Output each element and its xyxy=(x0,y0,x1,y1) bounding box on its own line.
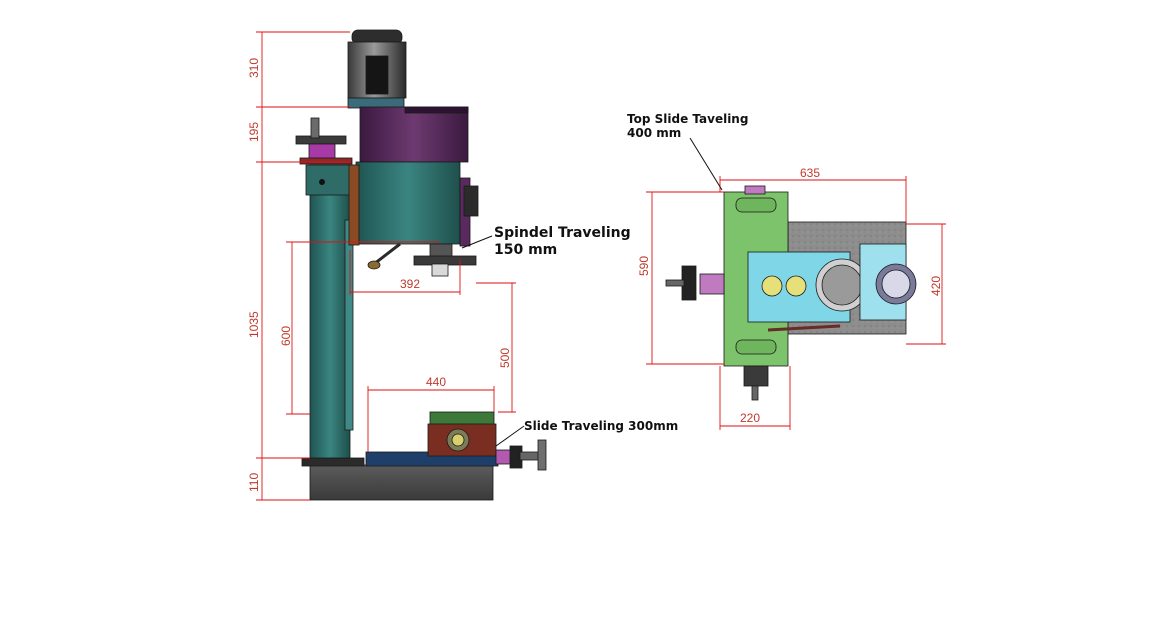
dim-slide-width: 220 xyxy=(740,411,760,425)
column-handwheel xyxy=(295,117,353,165)
dim-motor-height: 310 xyxy=(247,58,261,78)
note-spindle-line1: Spindel Traveling xyxy=(494,225,631,241)
dim-column-height: 1035 xyxy=(247,311,261,338)
note-spindle-line2: 150 mm xyxy=(494,242,557,258)
dim-table-clearance: 500 xyxy=(498,348,512,368)
motor xyxy=(347,29,407,109)
dim-base-height: 110 xyxy=(247,473,261,492)
note-top-line2: 400 mm xyxy=(627,126,681,140)
dim-quill-to-table: 600 xyxy=(279,326,293,346)
gear-head xyxy=(348,106,479,277)
note-slide: Slide Traveling 300mm xyxy=(524,419,678,433)
side-view: 310 195 1035 110 600 392 440 500 Spindel… xyxy=(247,29,678,501)
dim-top-width: 635 xyxy=(800,166,820,180)
machine-base xyxy=(309,464,494,501)
dim-table-travel-x: 440 xyxy=(426,375,446,389)
cross-slide xyxy=(365,411,547,471)
dim-spindle-reach: 392 xyxy=(400,277,420,291)
note-top-line1: Top Slide Taveling xyxy=(627,112,748,126)
top-view: 635 590 420 220 Top Slide Taveling 400 m… xyxy=(627,112,946,430)
column xyxy=(309,164,351,459)
dim-side-depth: 420 xyxy=(929,276,943,296)
dim-head-height: 195 xyxy=(247,122,261,142)
dim-top-depth: 590 xyxy=(637,256,651,276)
